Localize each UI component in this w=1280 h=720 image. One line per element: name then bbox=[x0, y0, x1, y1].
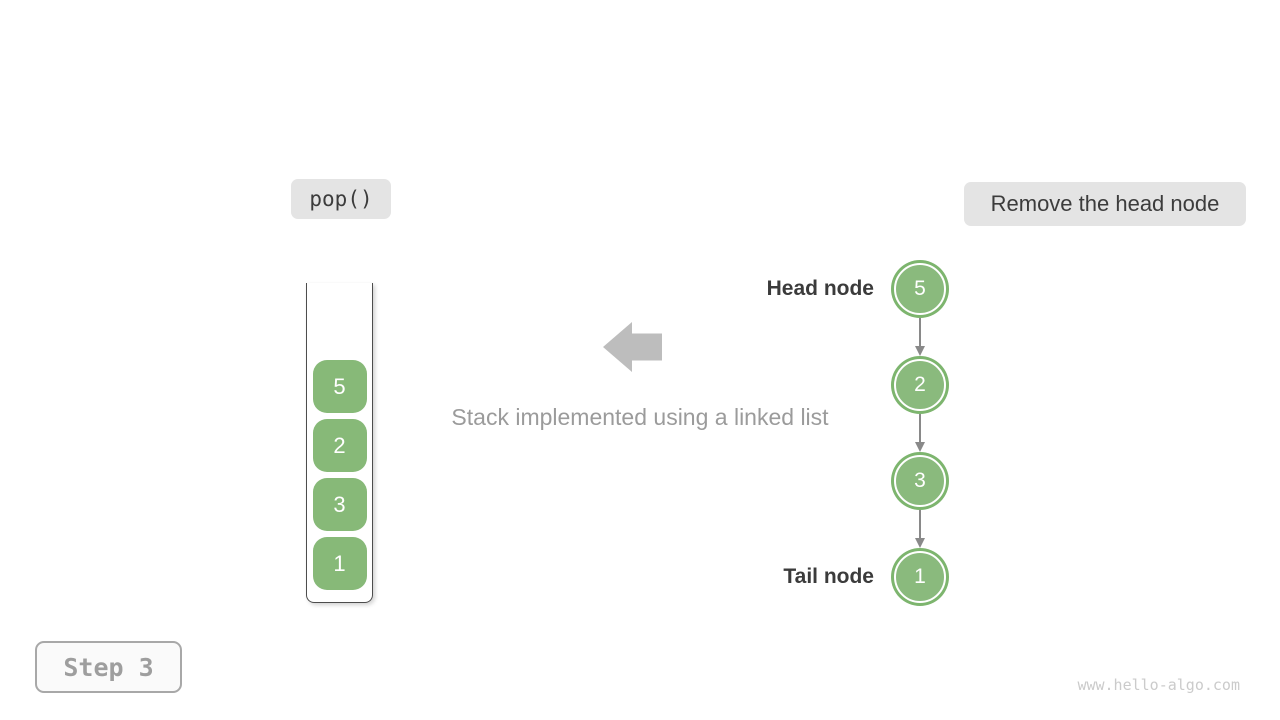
left-arrow-icon bbox=[603, 322, 662, 372]
annotation-label-text: Remove the head node bbox=[990, 191, 1220, 216]
annotation-label: Remove the head node bbox=[964, 182, 1246, 226]
stack-item: 5 bbox=[312, 360, 367, 413]
linked-list-node: 2 bbox=[894, 359, 946, 411]
down-arrow-icon bbox=[915, 414, 925, 452]
linked-list: 5 2 3 1 bbox=[891, 260, 949, 606]
arrow-head bbox=[915, 442, 925, 452]
arrow-line bbox=[918, 414, 922, 442]
stack-item: 1 bbox=[312, 537, 367, 590]
linked-list-node: 1 bbox=[894, 551, 946, 603]
step-badge: Step 3 bbox=[35, 641, 182, 693]
linked-list-node: 3 bbox=[894, 455, 946, 507]
watermark-text: www.hello-algo.com bbox=[1077, 676, 1240, 694]
down-arrow-icon bbox=[915, 510, 925, 548]
step-badge-text: Step 3 bbox=[63, 652, 154, 682]
operation-label-text: pop() bbox=[309, 187, 373, 211]
stack-container: 5 2 3 1 bbox=[306, 283, 373, 603]
arrow-line bbox=[918, 510, 922, 538]
arrow-head bbox=[915, 538, 925, 548]
stack-item: 2 bbox=[312, 419, 367, 472]
down-arrow-icon bbox=[915, 318, 925, 356]
tail-node-label: Tail node bbox=[783, 565, 874, 588]
head-node-label: Head node bbox=[766, 277, 874, 300]
linked-list-node: 5 bbox=[894, 263, 946, 315]
stack-item: 3 bbox=[312, 478, 367, 531]
operation-label: pop() bbox=[291, 179, 391, 219]
arrow-head bbox=[915, 346, 925, 356]
caption-text: Stack implemented using a linked list bbox=[451, 404, 829, 430]
arrow-line bbox=[918, 318, 922, 346]
